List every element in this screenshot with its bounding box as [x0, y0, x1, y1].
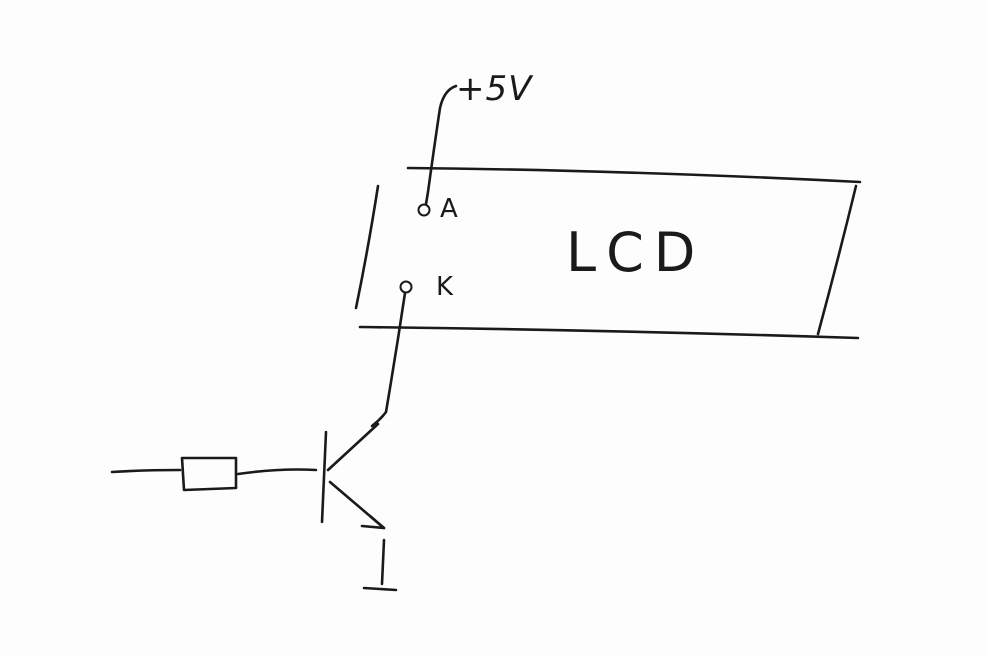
base-wire [236, 468, 318, 476]
transistor-collector [326, 422, 380, 472]
lcd-top-edge [406, 166, 862, 184]
lcd-left-edge [354, 184, 380, 310]
ground-symbol [362, 586, 398, 592]
lcd-right-edge [816, 184, 858, 336]
lcd-label: LCD [566, 221, 706, 284]
supply-wire [424, 84, 458, 206]
lcd-bottom-edge [358, 325, 860, 340]
base-resistor [180, 456, 238, 492]
cathode-pin [399, 280, 413, 294]
emitter-arrow [360, 514, 386, 530]
anode-pin-label: A [440, 194, 458, 224]
cathode-wire [370, 291, 407, 428]
cathode-pin-label: K [436, 272, 454, 302]
transistor-base-bar [320, 430, 328, 524]
input-wire [110, 468, 182, 474]
ground-wire [380, 538, 386, 586]
supply-voltage-label: +5V [456, 69, 533, 109]
anode-pin [417, 203, 431, 217]
